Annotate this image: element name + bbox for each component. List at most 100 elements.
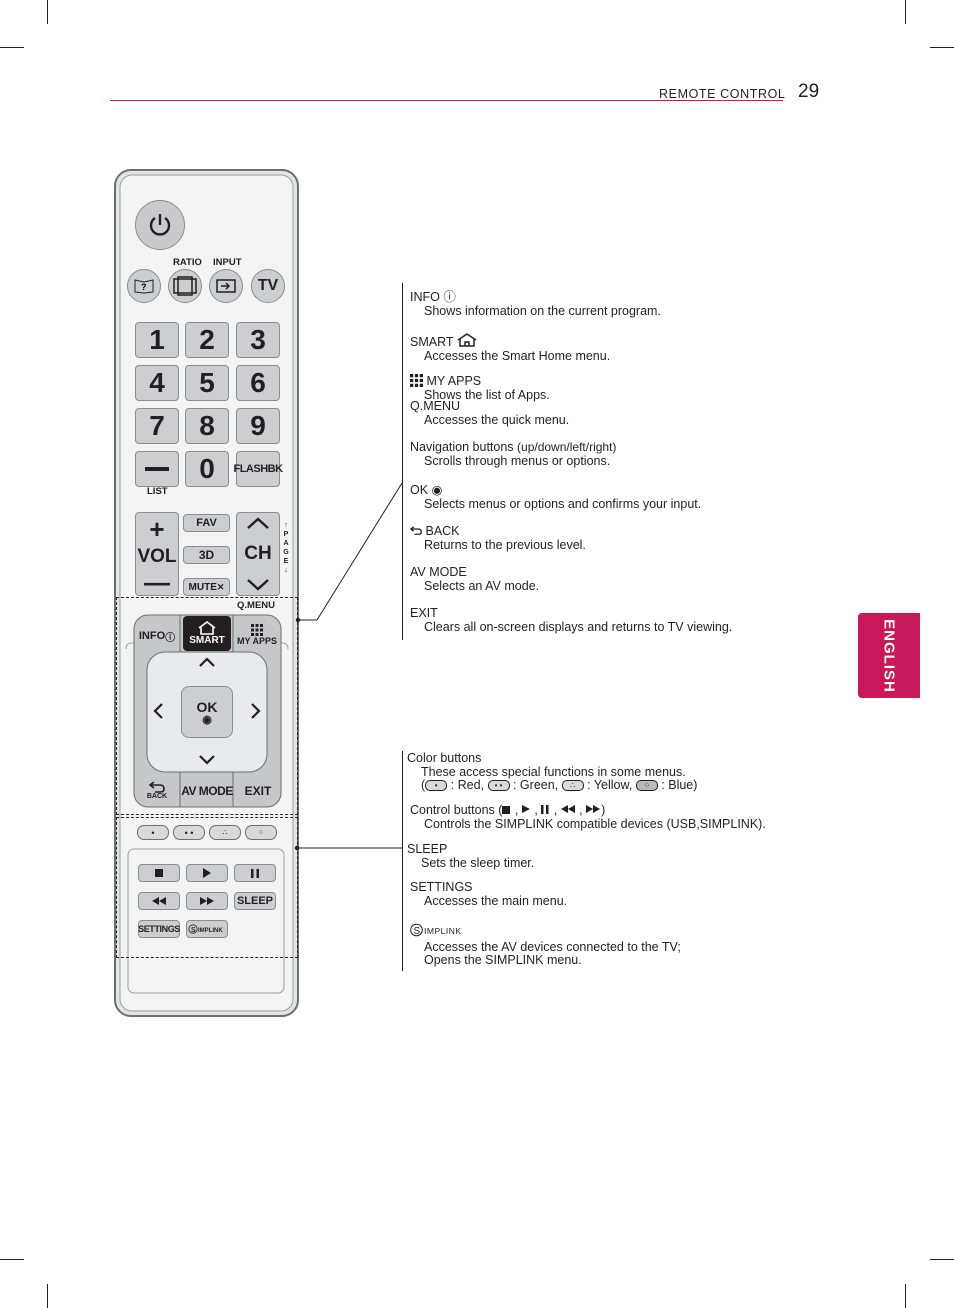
volume-up-icon: +	[149, 514, 165, 544]
list-button[interactable]	[135, 451, 179, 487]
qmenu-title: Q.MENU	[410, 399, 460, 413]
digit-3-button[interactable]: 3	[236, 322, 280, 358]
input-icon	[216, 279, 236, 293]
yellow-button[interactable]: ∴	[209, 825, 241, 840]
back-button[interactable]: BACK	[135, 773, 179, 807]
page-letter: G	[283, 549, 289, 556]
nav-up-button[interactable]	[192, 655, 222, 673]
ratio-label: RATIO	[173, 257, 202, 268]
control-title-row: Control buttons ( , , , , )	[410, 803, 606, 817]
av-mode-title: AV MODE	[410, 565, 467, 579]
input-button[interactable]	[209, 269, 243, 303]
digit-6-button[interactable]: 6	[236, 365, 280, 401]
my-apps-title: MY APPS	[426, 374, 482, 388]
back-arrow-icon	[409, 526, 422, 535]
av-mode-button[interactable]: AV MODE	[181, 784, 233, 798]
navigation-text: Scrolls through menus or options.	[424, 453, 611, 468]
smart-home-button[interactable]: SMART	[183, 616, 231, 651]
channel-rocker[interactable]: CH	[236, 512, 280, 596]
sleep-title: SLEEP	[407, 842, 448, 856]
input-label: INPUT	[213, 257, 242, 268]
fast-forward-icon	[200, 897, 214, 905]
navigation-title-suffix: (up/down/left/right)	[517, 440, 617, 454]
power-button[interactable]	[135, 200, 185, 250]
digit-4-button[interactable]: 4	[135, 365, 179, 401]
back-description: BACK Returns to the previous level.	[409, 524, 586, 552]
apps-grid-icon	[251, 624, 263, 636]
fav-button[interactable]: FAV	[183, 514, 230, 532]
mute-button[interactable]: MUTE✕	[183, 578, 230, 596]
qmenu-description: Q.MENU Accesses the quick menu.	[410, 399, 570, 427]
digit-0-button[interactable]: 0	[185, 451, 229, 487]
ratio-button[interactable]	[168, 269, 202, 303]
blue-button-icon: ⁘	[635, 780, 658, 792]
svg-text:S: S	[191, 927, 196, 934]
info-title: INFO ⓘ	[410, 290, 456, 304]
volume-rocker[interactable]: + VOL —	[135, 512, 179, 596]
smart-label: SMART	[189, 635, 225, 646]
settings-description: SETTINGS Accesses the main menu.	[410, 880, 567, 908]
play-button[interactable]	[186, 864, 228, 882]
digit-7-button[interactable]: 7	[135, 408, 179, 444]
red-button-icon: •	[425, 780, 448, 792]
digit-8-button[interactable]: 8	[185, 408, 229, 444]
nav-down-button[interactable]	[192, 751, 222, 769]
ok-dot-icon: ◉	[202, 714, 212, 726]
yellow-button-icon: ∴	[561, 780, 584, 792]
svg-text:IMPLINK: IMPLINK	[424, 926, 462, 936]
pause-button[interactable]	[234, 864, 276, 882]
color-text: These access special functions in some m…	[421, 764, 686, 779]
digit-2-button[interactable]: 2	[185, 322, 229, 358]
digit-5-button[interactable]: 5	[185, 365, 229, 401]
simplink-text-2: Opens the SIMPLINK menu.	[424, 953, 582, 967]
green-button[interactable]: • •	[173, 825, 205, 840]
sleep-button[interactable]: SLEEP	[234, 892, 276, 910]
rewind-button[interactable]	[138, 892, 180, 910]
digit-9-button[interactable]: 9	[236, 408, 280, 444]
back-title-row: BACK	[409, 524, 586, 539]
fast-forward-button[interactable]	[186, 892, 228, 910]
nav-right-button[interactable]	[246, 697, 264, 727]
remote-control-illustration: RATIO INPUT ? TV 1 2 3 4 5 6 7 8 9 0 FLA…	[114, 169, 299, 1017]
settings-button[interactable]: SETTINGS	[138, 920, 180, 938]
blue-button[interactable]: ⁘	[245, 825, 277, 840]
tv-button[interactable]: TV	[251, 269, 285, 303]
crop-mark	[0, 47, 24, 48]
language-tab: ENGLISH	[858, 613, 920, 698]
exit-title: EXIT	[410, 606, 438, 620]
channel-label: CH	[244, 543, 272, 564]
stop-icon	[502, 806, 511, 814]
red-button[interactable]: •	[137, 825, 169, 840]
exit-button[interactable]: EXIT	[244, 784, 272, 798]
smart-title: SMART	[410, 335, 454, 349]
exit-text: Clears all on-screen displays and return…	[424, 619, 733, 634]
green-label: : Green,	[512, 778, 559, 792]
power-icon	[149, 214, 171, 236]
digit-1-button[interactable]: 1	[135, 322, 179, 358]
stop-button[interactable]	[138, 864, 180, 882]
my-apps-button[interactable]: MY APPS	[235, 618, 279, 652]
nav-left-button[interactable]	[150, 697, 168, 727]
list-label: LIST	[147, 486, 168, 497]
3d-button[interactable]: 3D	[183, 546, 230, 564]
qmenu-label: Q.MENU	[237, 600, 275, 611]
guide-icon: ?	[134, 279, 154, 294]
ok-label: OK	[196, 699, 218, 715]
page-letter: E	[283, 558, 289, 565]
guide-button[interactable]: ?	[127, 269, 161, 303]
flashback-button[interactable]: FLASHBK	[233, 451, 283, 487]
back-text: Returns to the previous level.	[424, 537, 586, 552]
info-icon: ⓘ	[165, 632, 176, 644]
page-down-icon: ↓	[284, 567, 288, 574]
navigation-description: Navigation buttons (up/down/left/right) …	[410, 440, 617, 468]
blue-label: : Blue)	[661, 778, 698, 792]
my-apps-description: MY APPS Shows the list of Apps.	[410, 374, 550, 402]
qmenu-text: Accesses the quick menu.	[424, 412, 570, 427]
ok-button[interactable]: OK ◉	[181, 686, 233, 738]
volume-down-icon: —	[144, 567, 170, 597]
page-label: ↑ P A G E ↓	[282, 521, 290, 575]
